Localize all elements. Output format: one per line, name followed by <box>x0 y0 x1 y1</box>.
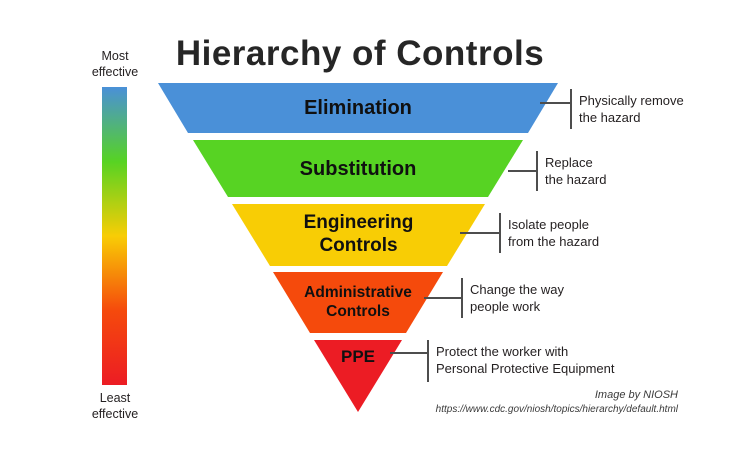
connector-tick-elimination <box>570 89 572 129</box>
level-engineering-controls-shape <box>232 204 485 266</box>
level-substitution-label: Substitution <box>299 157 417 180</box>
most-effective-label: Most effective <box>91 49 139 79</box>
level-administrative-controls-label: Administrative Controls <box>304 283 412 320</box>
connector-tick-administrative-controls <box>461 278 463 318</box>
connector-line-ppe <box>390 352 428 354</box>
connector-tick-engineering-controls <box>499 213 501 253</box>
effectiveness-gradient-bar <box>102 87 127 385</box>
note-ppe: Protect the worker with Personal Protect… <box>436 344 615 376</box>
level-elimination-shape <box>158 83 558 133</box>
level-ppe-label: PPE <box>340 346 376 366</box>
note-elimination: Physically remove the hazard <box>579 93 684 125</box>
connector-line-administrative-controls <box>424 297 462 299</box>
page-title: Hierarchy of Controls <box>175 34 545 73</box>
note-administrative-controls: Change the way people work <box>470 282 564 314</box>
connector-line-elimination <box>540 102 571 104</box>
connector-tick-ppe <box>427 340 429 382</box>
level-elimination-label: Elimination <box>304 97 412 119</box>
connector-tick-substitution <box>536 151 538 191</box>
connector-line-engineering-controls <box>460 232 500 234</box>
image-credit-url: https://www.cdc.gov/niosh/topics/hierarc… <box>435 403 678 415</box>
least-effective-label: Least effective <box>91 391 139 421</box>
level-engineering-controls-label: Engineering Controls <box>303 212 414 256</box>
image-credit-source: Image by NIOSH <box>594 389 678 401</box>
level-substitution-shape <box>193 140 523 197</box>
connector-line-substitution <box>508 170 538 172</box>
note-engineering-controls: Isolate people from the hazard <box>508 217 600 249</box>
note-substitution: Replace the hazard <box>545 155 607 187</box>
image-credit: Image by NIOSH https://www.cdc.gov/niosh… <box>436 387 678 415</box>
